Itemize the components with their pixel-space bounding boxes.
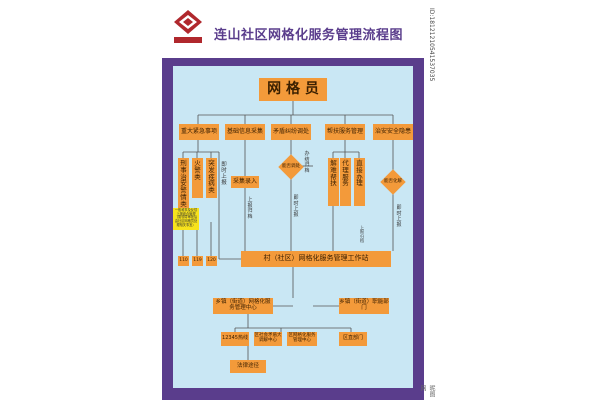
district-dept: 区直部门 [339,332,367,346]
dispute-archive-label: 办结归档 [304,151,310,174]
emergency-sub-police: 刑事治安警情类 [178,158,189,222]
town-grid-center: 乡镇（街道）网格化服务管理中心 [213,298,273,314]
poster: 连山社区网格化服务管理流程图 [162,0,424,400]
collect-entry: 采集录入 [231,176,259,188]
district-grid-center: 区网格化服务管理中心 [287,332,317,346]
dispute-report-label: 即时上报 [293,195,299,218]
category-emergency: 重大紧急事项 [179,124,219,140]
help-sub-proxy: 代理服务 [340,158,351,206]
emergency-report-label: 即时上报 [221,162,227,187]
hotline-120: 120 [206,256,217,266]
emergency-sub-fire: 火警类 [192,158,203,198]
hotline-110: 110 [178,256,189,266]
watermark: 昵图网 [419,385,435,397]
collect-report-label: 上报归档 [247,197,253,220]
category-info-collection: 基础信息采集 [225,124,265,140]
category-safety: 治安安全隐患 [373,124,413,140]
category-dispute: 矛盾纠纷调处 [271,124,311,140]
emergency-sub-medical: 突发疾病类 [206,158,217,198]
community-logo [170,8,206,48]
legal-channel: 法律途径 [230,360,266,373]
grid-worker-node: 网 格 员 [259,78,327,101]
hotline-119: 119 [192,256,203,266]
category-assistance: 帮扶服务管理 [325,124,365,140]
safety-report-label: 即时上报 [396,205,402,228]
header: 连山社区网格化服务管理流程图 [162,0,424,58]
help-archive-label: 上报归档 [360,225,364,244]
hotline-12345: 12345热线 [221,332,249,346]
safety-decision: 能否化解 [380,169,406,195]
dispute-decision: 能否调处 [278,154,304,180]
help-note: 一般难事及反馈上报综合管理（需领导审批后由社区网格员处理相关事宜） [173,208,199,230]
mediation-center: 区社会矛盾大调解中心 [254,332,282,346]
help-sub-difficulty: 解难帮扶 [328,158,339,206]
village-workstation: 村（社区）网格化服务管理工作站 [241,251,391,267]
connector-lines [182,101,394,360]
page-title: 连山社区网格化服务管理流程图 [214,28,404,43]
town-dept: 乡镇（街道）职能部门 [339,298,389,314]
flowchart-panel: 网 格 员 重大紧急事项 基础信息采集 矛盾纠纷调处 帮扶服务管理 治安安全隐患… [173,66,413,388]
side-code: ID:18121210541537035 [428,8,435,82]
help-sub-direct: 直接办理 [354,158,365,206]
